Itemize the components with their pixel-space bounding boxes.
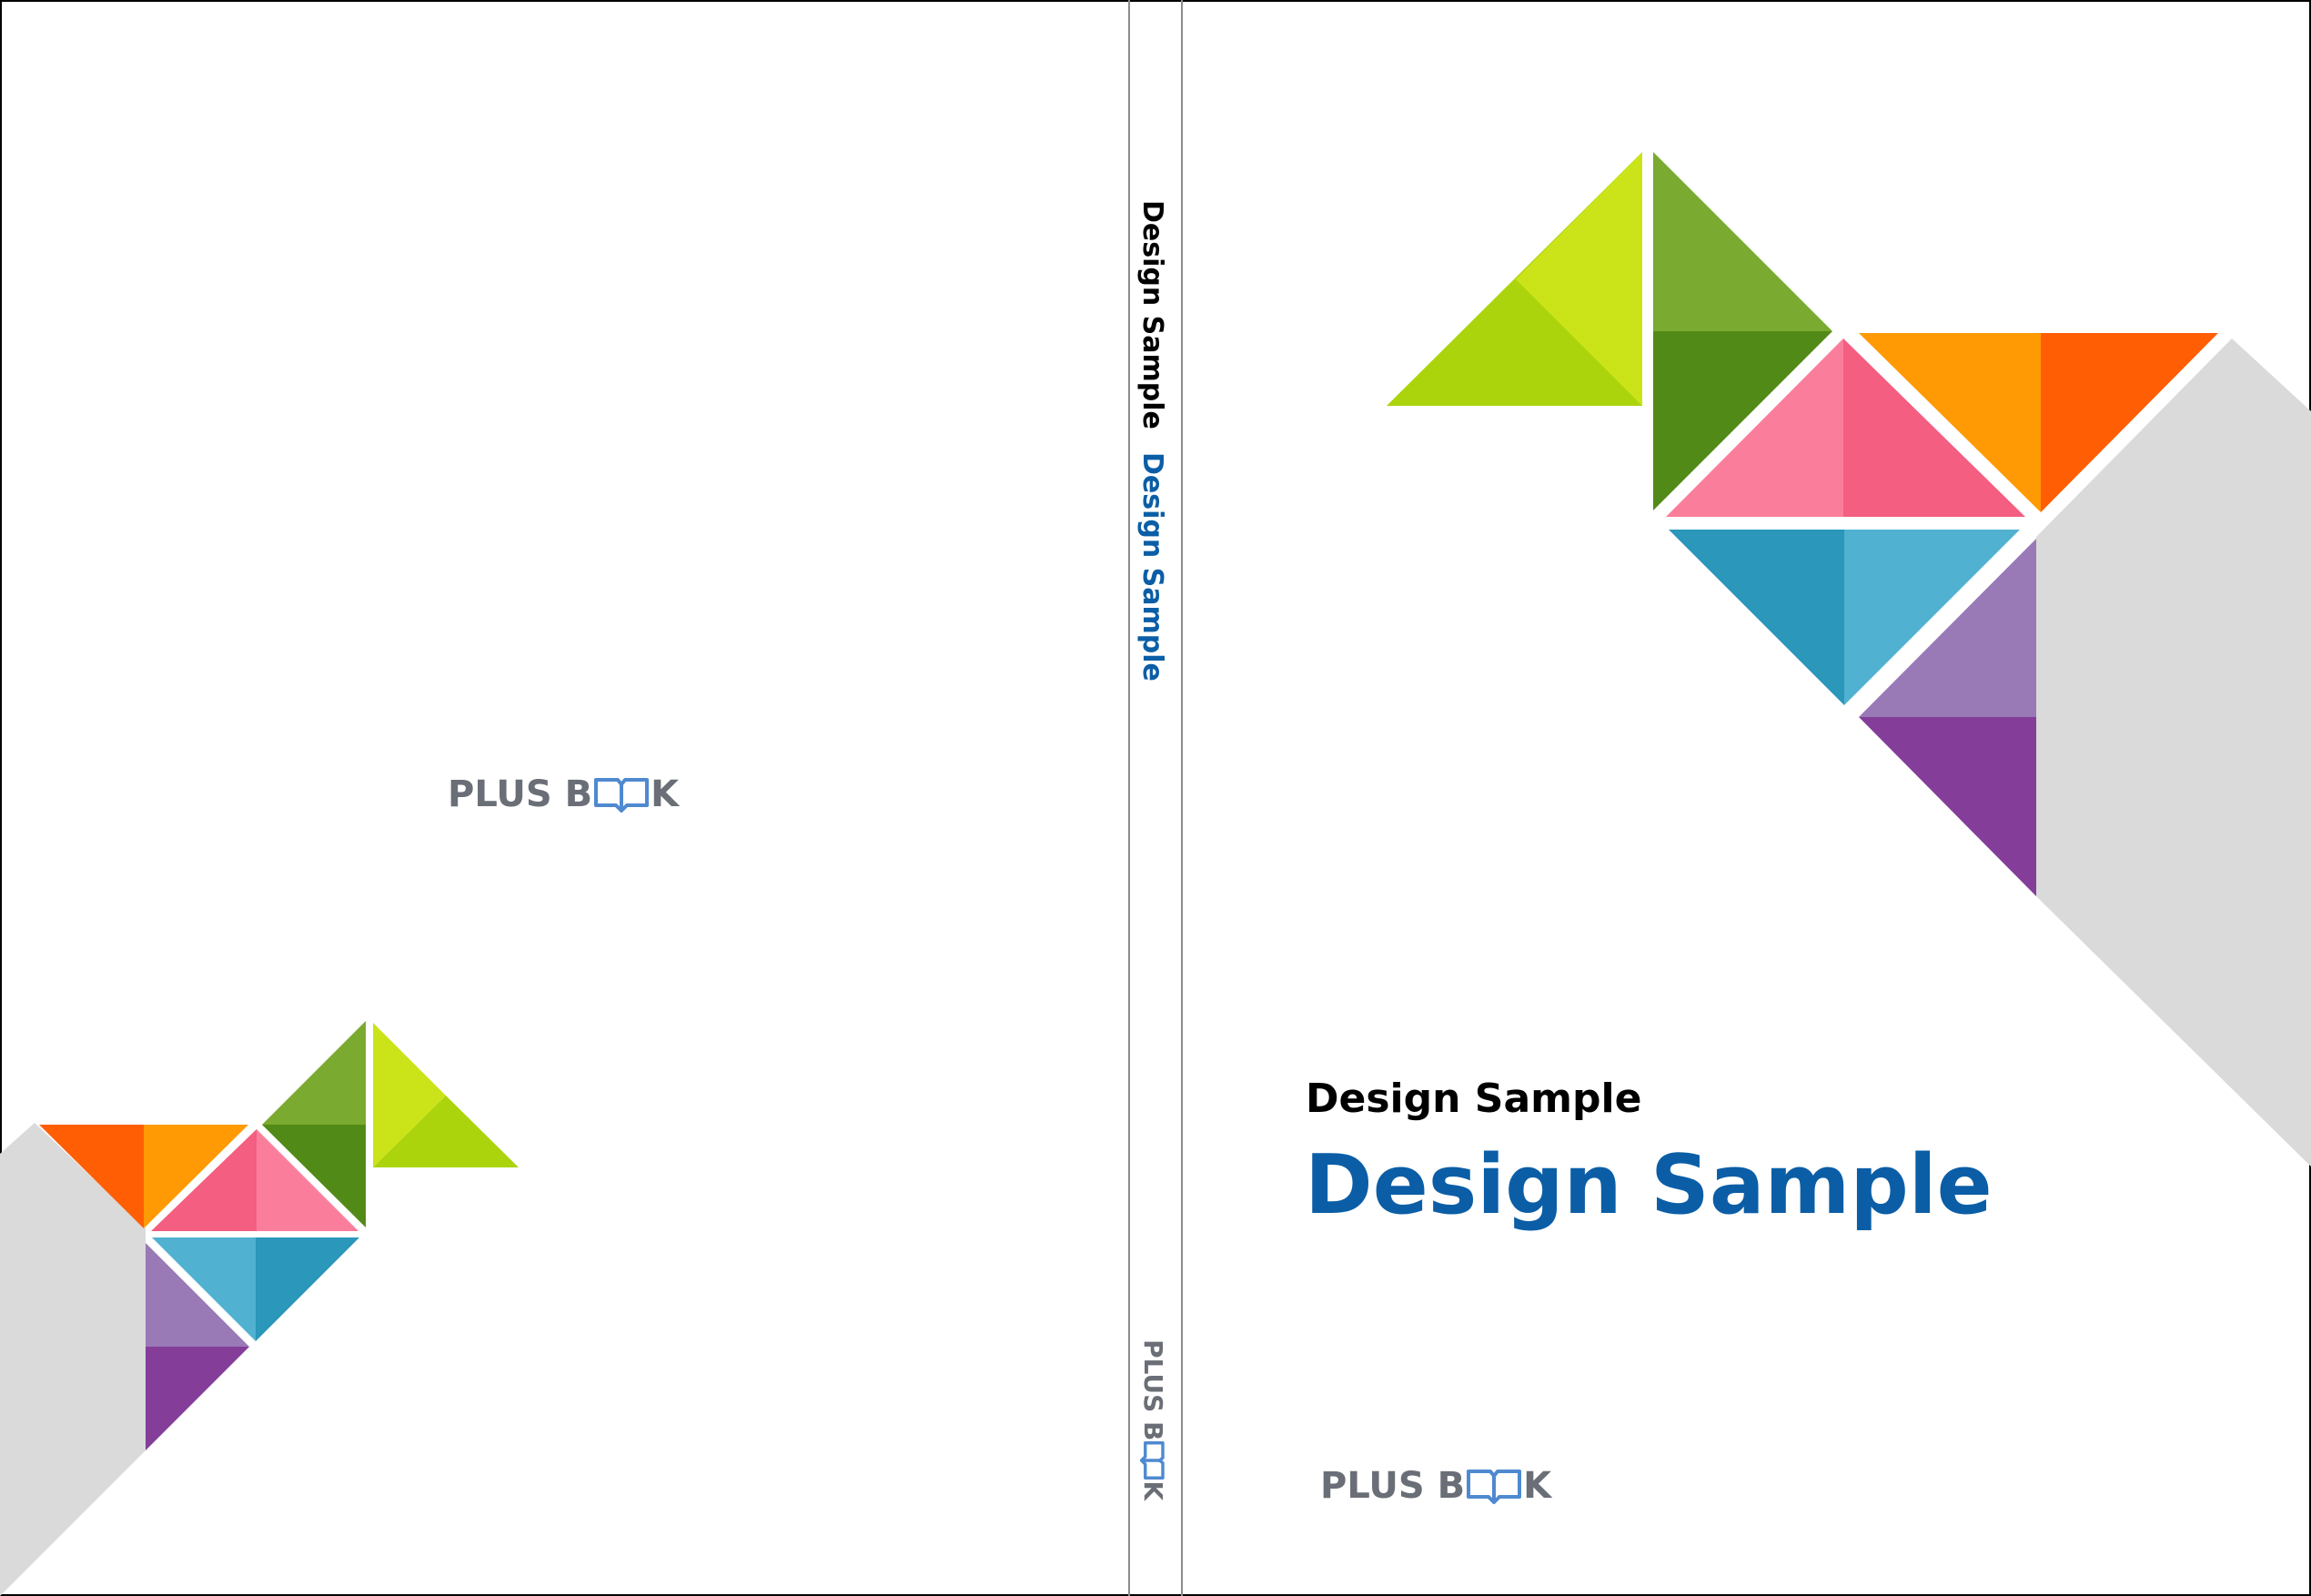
front-blue-light-triangle	[1844, 530, 2020, 705]
front-green-dark-triangle	[1653, 331, 1832, 510]
back-green-triangle	[262, 1021, 366, 1125]
front-pink-light-triangle	[1666, 338, 1843, 517]
back-orange-dark-triangle	[39, 1125, 144, 1228]
back-pink-light-triangle	[257, 1129, 358, 1231]
front-brand-text-end: K	[1523, 1465, 1552, 1507]
front-green-triangle	[1653, 152, 1832, 331]
front-grey-shadow	[2036, 338, 2311, 1167]
open-book-icon	[1140, 1441, 1166, 1480]
back-purple-light-triangle	[146, 1243, 249, 1347]
back-orange-triangle	[144, 1125, 248, 1228]
front-purple-triangle	[1859, 717, 2036, 896]
back-lime-light-triangle	[373, 1023, 446, 1167]
spine-brand-text-end: K	[1138, 1480, 1168, 1501]
back-purple-triangle	[146, 1347, 249, 1450]
front-orange-triangle	[1859, 333, 2041, 512]
front-lime-light-triangle	[1516, 152, 1642, 406]
front-purple-light-triangle	[1859, 539, 2036, 717]
open-book-icon	[1467, 1470, 1522, 1504]
front-pink-triangle	[1843, 338, 2025, 517]
spine-brand-text: PLUS B	[1138, 1339, 1168, 1441]
front-tangram	[1387, 152, 2311, 1167]
back-brand-logo: PLUS B K	[448, 773, 679, 815]
front-title: Design Sample	[1305, 1137, 1993, 1233]
back-tangram	[0, 1021, 519, 1596]
back-brand-text: PLUS B	[448, 773, 593, 815]
open-book-icon	[594, 778, 650, 813]
spine-title-black: Design Sample	[1136, 200, 1168, 429]
spine-title-blue: Design Sample	[1136, 452, 1168, 682]
back-brand-text-end: K	[651, 773, 680, 815]
back-blue-light-triangle	[152, 1237, 256, 1341]
front-blue-dark-triangle	[1669, 530, 1844, 705]
spine-brand-logo: PLUS B K	[1138, 1339, 1168, 1500]
back-lime-triangle	[373, 1096, 519, 1167]
front-brand-logo: PLUS B K	[1320, 1465, 1551, 1507]
front-lime-triangle	[1387, 152, 1642, 406]
back-blue-dark-triangle	[256, 1237, 359, 1341]
front-orange-dark-triangle	[2041, 333, 2218, 512]
back-grey-shadow	[0, 1123, 146, 1596]
front-brand-text: PLUS B	[1320, 1465, 1466, 1507]
back-green-dark-triangle	[262, 1125, 366, 1227]
back-pink-triangle	[151, 1129, 257, 1231]
front-subtitle: Design Sample	[1306, 1076, 1642, 1122]
